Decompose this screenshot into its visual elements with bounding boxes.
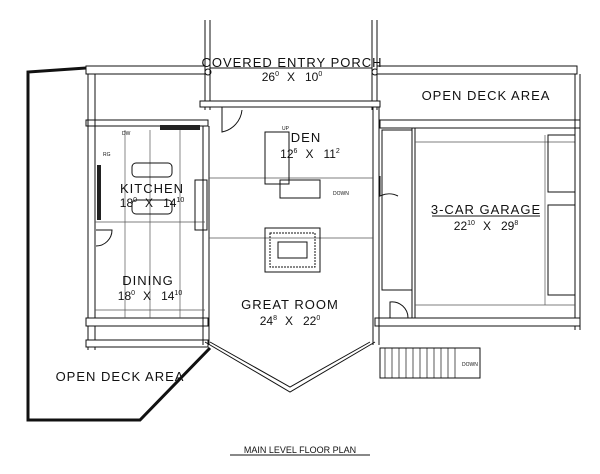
plan-caption: MAIN LEVEL FLOOR PLAN	[244, 445, 356, 455]
kitchen-label: KITCHEN	[120, 181, 184, 196]
dining-label: DINING	[122, 273, 174, 288]
dishwasher-label: DW	[122, 131, 131, 137]
stair-down-label: DOWN	[333, 191, 349, 197]
porch-label: COVERED ENTRY PORCH	[201, 55, 382, 70]
stair-up-label: UP	[282, 126, 290, 132]
garage-stair-down-label: DOWN	[462, 362, 478, 368]
right-deck-label: OPEN DECK AREA	[422, 88, 551, 103]
kitchen-table	[131, 199, 173, 215]
beam-lines	[95, 130, 575, 318]
bay-wall	[204, 341, 376, 393]
left-deck-label: OPEN DECK AREA	[56, 369, 185, 384]
kitchen-island	[131, 162, 173, 178]
garage-label: 3-CAR GARAGE	[431, 202, 541, 217]
den-label: DEN	[291, 130, 321, 145]
entry-door	[221, 107, 243, 133]
den-stairs	[264, 131, 321, 199]
range-label: RG	[103, 152, 111, 158]
garage-stairs	[379, 347, 481, 379]
garage-utility-room	[381, 129, 413, 291]
great-room-label: GREAT ROOM	[241, 297, 339, 312]
left-deck-outline	[26, 66, 212, 422]
garage-side-door	[389, 301, 409, 319]
porch-structure	[204, 20, 379, 110]
kitchen-counter	[194, 179, 208, 231]
dining-door	[95, 229, 113, 247]
garage-entry-door	[379, 176, 399, 197]
fireplace	[264, 227, 321, 273]
exterior-walls	[85, 65, 581, 350]
